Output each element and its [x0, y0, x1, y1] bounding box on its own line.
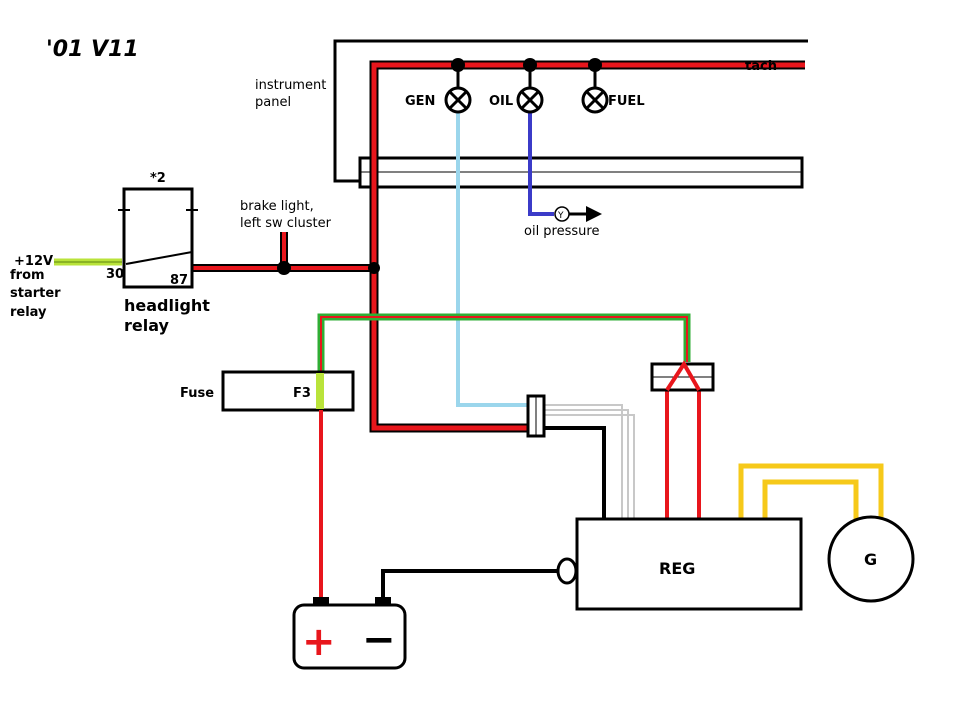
oil-junction-dot: [523, 58, 537, 72]
supply-voltage-label: +12V: [14, 254, 53, 269]
fuse-body: [221, 370, 355, 412]
fuel-junction-dot: [588, 58, 602, 72]
relay-label-1: headlight: [124, 296, 210, 315]
gen-wire-light-blue: [456, 112, 528, 407]
headlight-relay-box: [122, 187, 194, 289]
relay-contact-icon: [125, 251, 193, 265]
instrument-panel-label-1: instrument: [255, 78, 326, 93]
gray-wire-2: [544, 409, 629, 520]
oil-lamp-label: OIL: [489, 94, 513, 109]
gen-lamp-icon: [444, 86, 472, 114]
oil-pressure-label: oil pressure: [524, 224, 599, 239]
fuse-label: Fuse: [180, 386, 214, 401]
battery-terminal-plus: [313, 597, 329, 606]
supply-label-1: from: [10, 268, 45, 283]
gen-junction-dot: [451, 58, 465, 72]
regulator-box: [575, 517, 803, 611]
battery-plus-symbol: +: [302, 619, 336, 665]
oil-pressure-ground-arrow-icon: [586, 206, 602, 222]
brake-light-junction-dot: [277, 261, 291, 275]
generator-wire-yellow-outer: [738, 463, 884, 522]
gray-wire-3: [544, 414, 635, 520]
oil-lamp-icon: [516, 86, 544, 114]
brake-light-label-2: left sw cluster: [240, 216, 332, 231]
instrument-panel-outline: [333, 39, 808, 183]
oil-wire-blue: [528, 112, 554, 216]
relay-wire-junction-dot: [368, 262, 380, 274]
fuel-lamp-label: FUEL: [608, 94, 645, 109]
oil-pressure-sensor-glyph: Y: [557, 211, 564, 221]
relay-pin-30: 30: [106, 267, 124, 282]
generator-label: G: [864, 550, 877, 569]
fuel-lamp-icon: [581, 86, 609, 114]
generator-circle: [827, 515, 915, 603]
instrument-panel-label-2: panel: [255, 95, 291, 110]
brake-light-label-1: brake light,: [240, 199, 314, 214]
battery-minus-symbol: −: [362, 617, 396, 663]
fuse-id: F3: [293, 386, 311, 401]
supply-label-2: starter: [10, 286, 61, 301]
relay-pin-87: 87: [170, 273, 188, 288]
diagram-title: '01 V11: [46, 37, 139, 62]
red-main-wire: [371, 62, 805, 431]
green-wire-stripe: [320, 316, 688, 372]
fuse-terminal-lime: [316, 373, 324, 409]
tach-label: tach: [745, 59, 777, 74]
gray-wire-1: [544, 404, 623, 520]
gen-lamp-label: GEN: [405, 94, 435, 109]
relay-note: *2: [150, 171, 166, 186]
supply-label-3: relay: [10, 305, 47, 320]
ground-ring-terminal: [556, 557, 578, 585]
generator-wire-yellow-inner: [762, 479, 859, 522]
reg-black-wire: [544, 426, 606, 520]
regulator-label: REG: [659, 559, 695, 578]
relay-label-2: relay: [124, 316, 170, 335]
battery-terminal-minus: [375, 597, 391, 606]
red-main-wire-border: [369, 60, 805, 433]
reg-connector-split-icon: [665, 360, 701, 392]
ground-wire: [381, 569, 558, 600]
battery-body: [292, 603, 407, 670]
